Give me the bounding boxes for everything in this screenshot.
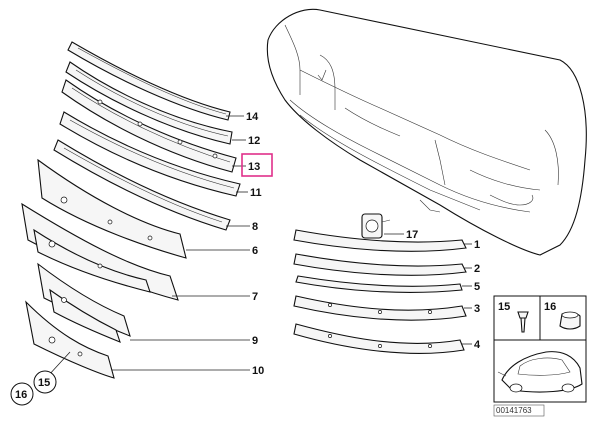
callout-15-circle xyxy=(33,370,57,394)
part-3-strip xyxy=(293,295,467,321)
callout-labels: 14 12 13 11 8 6 7 9 10 17 1 2 5 3 4 15 1… xyxy=(10,111,481,406)
part-6-plate xyxy=(37,158,187,259)
callout-4: 4 xyxy=(474,339,481,351)
part-17-holder xyxy=(361,213,391,239)
callout-17: 17 xyxy=(406,229,418,241)
callout-16-circle xyxy=(10,382,34,406)
part-10-plate xyxy=(25,300,115,379)
leader-lines xyxy=(47,115,472,377)
callout-12: 12 xyxy=(248,135,260,147)
part-12-strip xyxy=(65,61,233,145)
callout-3: 3 xyxy=(474,303,480,315)
callout-14: 14 xyxy=(246,111,259,123)
part-8-strip xyxy=(53,139,231,231)
part-11-strip xyxy=(59,111,241,197)
inset-label-15: 15 xyxy=(498,301,510,313)
inset-label-16: 16 xyxy=(544,301,556,313)
callout-6: 6 xyxy=(252,245,258,257)
inset-panel: 15 16 00141763 xyxy=(493,295,587,417)
callout-13: 13 xyxy=(248,161,260,173)
nut-16-icon xyxy=(559,311,581,330)
part-1-strip xyxy=(293,229,467,252)
callout-9: 9 xyxy=(252,335,258,347)
callout-8: 8 xyxy=(252,221,258,233)
callout-7: 7 xyxy=(252,291,258,303)
callout-10: 10 xyxy=(252,365,264,377)
part-13-strip xyxy=(61,79,237,173)
bumper-illustration xyxy=(266,8,587,256)
part-4-strip xyxy=(293,323,465,354)
diagram-number: 00141763 xyxy=(496,406,532,415)
callout-11: 11 xyxy=(250,187,262,199)
part-5-strip xyxy=(295,275,463,293)
part-14-strip xyxy=(67,41,231,121)
callout-5: 5 xyxy=(474,281,480,293)
callout-15: 15 xyxy=(38,377,50,389)
callout-1: 1 xyxy=(474,239,480,251)
part-2-strip xyxy=(293,253,467,276)
diagram-number-box xyxy=(493,404,545,417)
part-9-plate xyxy=(37,262,131,343)
callout-13-highlight xyxy=(241,153,273,177)
part-7-plate xyxy=(21,202,179,301)
callout-16: 16 xyxy=(15,389,27,401)
clip-15-icon xyxy=(517,311,529,333)
car-thumbnail xyxy=(497,351,583,393)
callout-2: 2 xyxy=(474,263,480,275)
